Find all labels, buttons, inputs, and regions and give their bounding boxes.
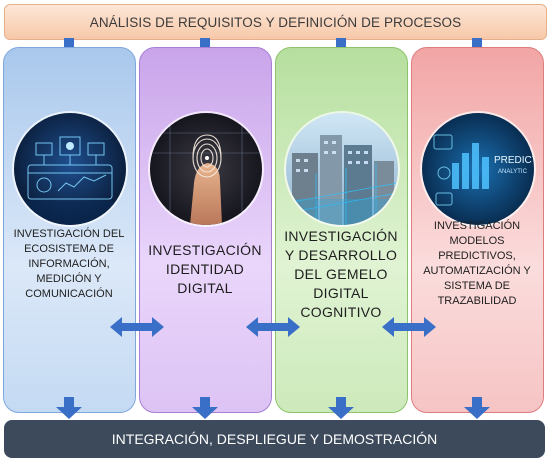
column-digital-identity: INVESTIGACIÓN IDENTIDAD DIGITAL — [139, 47, 272, 413]
data-dashboard-icon — [14, 113, 126, 225]
footer-title: INTEGRACIÓN, DESPLIEGUE Y DEMOSTRACIÓN — [111, 431, 438, 447]
column-digital-twin: INVESTIGACIÓN Y DESARROLLO DEL GEMELO DI… — [275, 47, 408, 413]
arrow-down-icon — [192, 397, 218, 419]
arrow-down-icon — [328, 397, 354, 419]
predictive-analytics-icon: PREDICT ANALYTIC — [422, 113, 534, 225]
arrow-down-icon — [464, 397, 490, 419]
footer-banner: INTEGRACIÓN, DESPLIEGUE Y DEMOSTRACIÓN — [4, 420, 545, 458]
column-information-ecosystem: INVESTIGACIÓN DEL ECOSISTEMA DE INFORMAC… — [3, 47, 136, 413]
double-arrow-icon — [382, 317, 436, 337]
fingerprint-icon — [150, 113, 262, 225]
column-predictive-models: PREDICT ANALYTIC INVESTIGACIÓN MODELOS P… — [411, 47, 544, 413]
column-label: INVESTIGACIÓN DEL ECOSISTEMA DE INFORMAC… — [13, 227, 125, 300]
double-arrow-icon — [246, 317, 300, 337]
predict-image-text: PREDICT — [494, 155, 534, 166]
header-title: ANÁLISIS DE REQUISITOS Y DEFINICIÓN DE P… — [89, 14, 462, 30]
column-label: INVESTIGACIÓN IDENTIDAD DIGITAL — [148, 241, 262, 296]
arrow-down-icon — [56, 397, 82, 419]
header-banner: ANÁLISIS DE REQUISITOS Y DEFINICIÓN DE P… — [4, 4, 547, 40]
double-arrow-icon — [110, 317, 164, 337]
analytic-image-text: ANALYTIC — [498, 169, 528, 175]
column-label: INVESTIGACIÓN Y DESARROLLO DEL GEMELO DI… — [284, 227, 398, 320]
city-buildings-icon — [286, 113, 398, 225]
column-label: INVESTIGACIÓN MODELOS PREDICTIVOS, AUTOM… — [423, 220, 531, 307]
